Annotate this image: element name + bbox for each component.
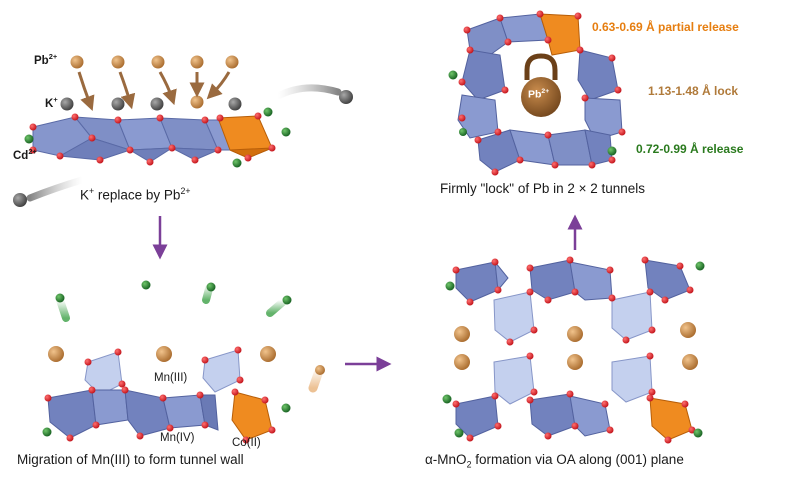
- mn3-label: Mn(III): [154, 372, 187, 384]
- layered-chain-panel: [13, 56, 353, 208]
- migration-caption: Migration of Mn(III) to form tunnel wall: [17, 452, 244, 467]
- octahedra-chain: [33, 116, 272, 162]
- k-replace-caption: K+ replace by Pb2+: [80, 186, 190, 203]
- tunnel-wall-octahedra: [48, 350, 272, 440]
- pb-ion-label: Pb2+: [34, 52, 57, 67]
- k-ion-label: K+: [45, 95, 58, 110]
- k-exit-trail-left: [30, 180, 82, 198]
- k-exit-trail-right: [278, 88, 338, 96]
- mn4-label: Mn(IV): [160, 432, 195, 444]
- k-ion-exiting-right: [339, 90, 353, 104]
- pb-ions-tunnel: [454, 322, 698, 370]
- lock-caption: Firmly "lock" of Pb in 2 × 2 tunnels: [440, 181, 645, 196]
- cd-ion-label: Cd2+: [13, 147, 37, 162]
- oa-caption: α-MnO2 formation via OA along (001) plan…: [425, 452, 684, 470]
- mno2-octahedra: [456, 260, 692, 440]
- partial-release-label: 0.63-0.69 Å partial release: [592, 20, 739, 34]
- alpha-mno2-panel: [443, 257, 705, 444]
- co2-label: Co(II): [232, 437, 261, 449]
- padlock-icon: [521, 56, 561, 117]
- lock-pb-label: Pb2+: [528, 88, 549, 101]
- migration-panel: [43, 276, 326, 444]
- lock-range-label: 1.13-1.48 Å lock: [648, 84, 738, 98]
- k-ion-exiting-left: [13, 193, 27, 207]
- release-label: 0.72-0.99 Å release: [636, 142, 743, 156]
- pb-ions-migration: [48, 346, 276, 362]
- pb-ion-exiting: [315, 365, 325, 375]
